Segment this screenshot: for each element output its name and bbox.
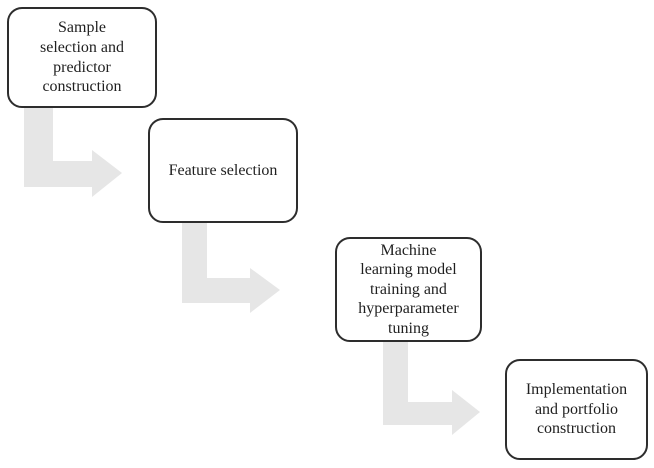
elbow-arrow-icon-2	[182, 221, 280, 313]
flow-step-sample-selection: Sample selection and predictor construct…	[7, 7, 157, 108]
elbow-arrow-icon-1	[24, 106, 122, 197]
flow-step-implementation: Implementation and portfolio constructio…	[505, 359, 648, 460]
flow-step-model-training: Machine learning model training and hype…	[335, 237, 482, 342]
flow-step-feature-selection: Feature selection	[148, 118, 298, 223]
elbow-arrow-icon-3	[383, 340, 480, 435]
